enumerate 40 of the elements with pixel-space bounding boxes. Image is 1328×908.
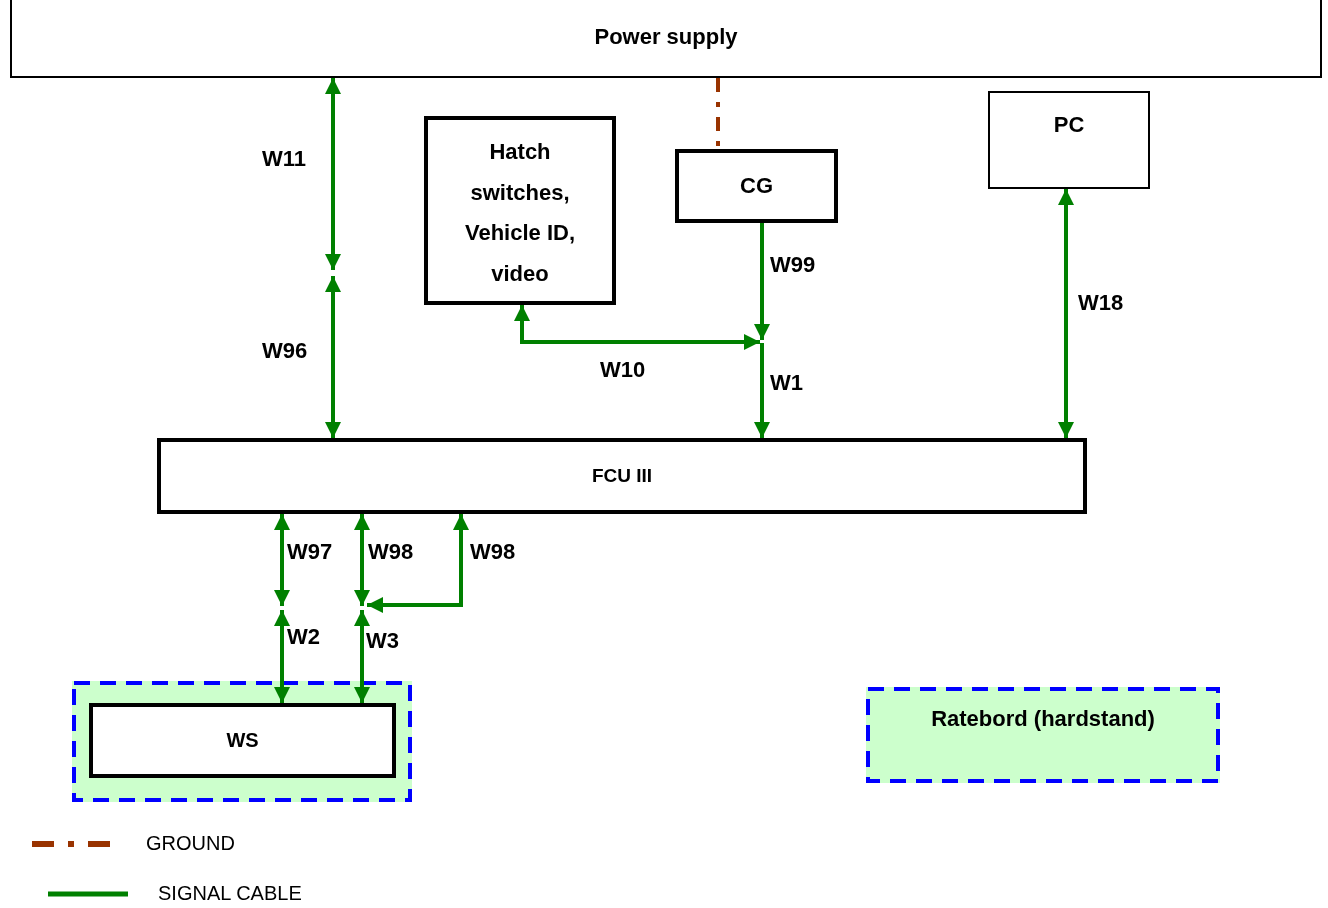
node-box (424, 116, 616, 305)
node-label: Hatch switches, Vehicle ID, video (463, 138, 577, 289)
edge-label: W98 (470, 539, 516, 565)
edge-label: W18 (1078, 290, 1124, 316)
node-label: PC (1053, 111, 1085, 139)
ground-line (716, 78, 720, 149)
cable-arrow (514, 305, 760, 350)
cable-arrow (325, 276, 341, 438)
edge-label: W97 (287, 539, 333, 565)
node-box (988, 91, 1150, 189)
edge-label: W3 (366, 628, 399, 654)
cable-arrow (325, 78, 341, 270)
legend-label: GROUND (146, 832, 235, 855)
cable-arrow (274, 514, 290, 606)
node-box (10, 0, 1322, 78)
node-label: CG (740, 171, 773, 200)
node-box (89, 703, 396, 778)
cable-arrow (354, 610, 370, 703)
area-box (72, 681, 412, 802)
cable-arrow (367, 514, 469, 613)
edge-label: W10 (600, 357, 646, 383)
cable-arrow (1058, 189, 1074, 438)
node-label: Ratebord (hardstand) (931, 705, 1155, 733)
cable-arrow (354, 514, 370, 606)
edge-label: W99 (770, 252, 816, 278)
edge-label: W11 (262, 146, 307, 172)
node-label: FCU III (591, 464, 653, 489)
edge-label: W2 (287, 624, 320, 650)
node-box (157, 438, 1087, 514)
cable-arrow (754, 343, 770, 438)
edge-label: W1 (770, 370, 803, 396)
cable-arrow (274, 610, 290, 703)
edge-label: W96 (262, 338, 308, 364)
edge-label: W98 (368, 539, 414, 565)
legend-label: SIGNAL CABLE (158, 882, 302, 905)
cable-arrow (754, 223, 770, 340)
node-box (675, 149, 838, 223)
node-label: Power supply (594, 22, 738, 51)
node-label: WS (226, 728, 259, 753)
area-box (866, 687, 1220, 783)
